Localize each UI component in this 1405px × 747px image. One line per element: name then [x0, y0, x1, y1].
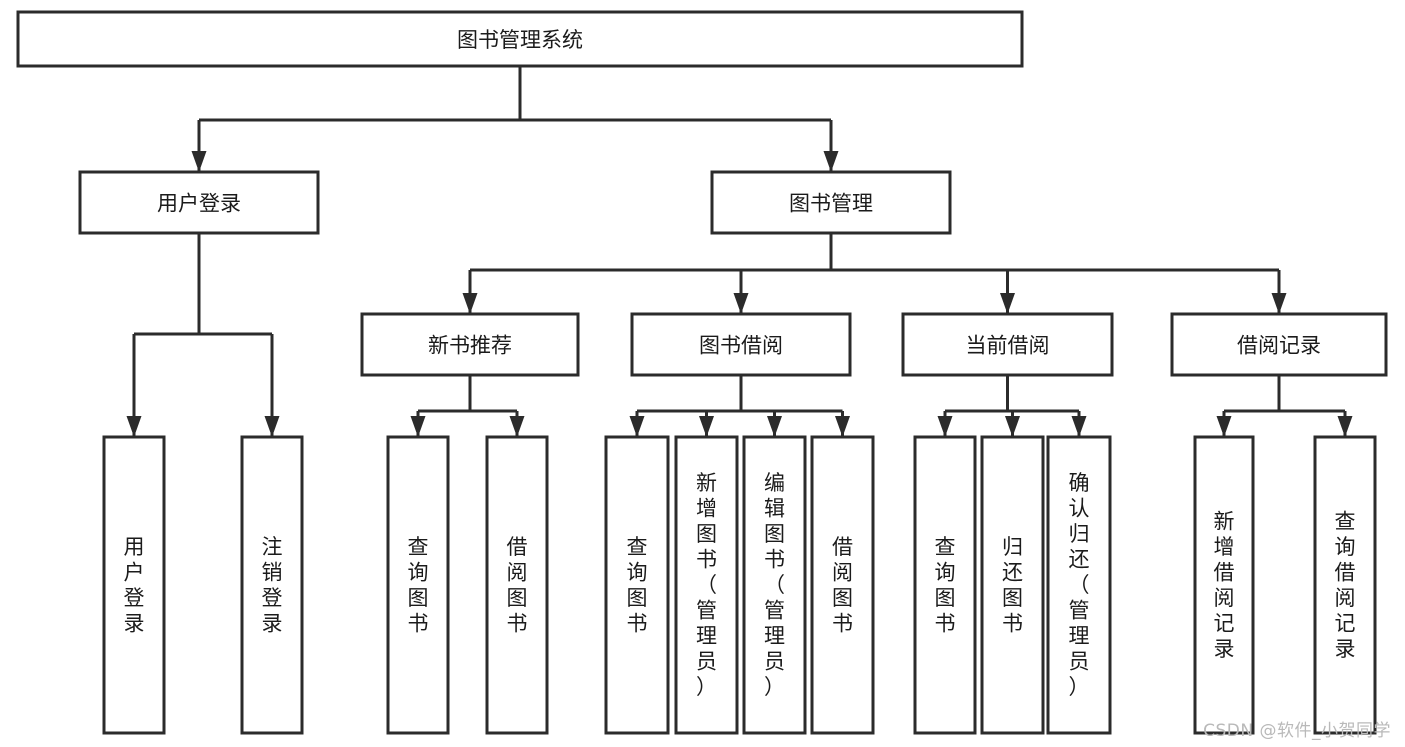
arrow-icon-current-borrow	[1000, 293, 1015, 314]
arrow-icon-user-login	[191, 151, 207, 172]
arrow-icon-book-borrow	[733, 293, 749, 314]
connectors-layer	[126, 66, 1353, 437]
node-box-leaf-query-book-2[interactable]	[604, 435, 670, 735]
arrow-icon-leaf-user-logout	[264, 416, 280, 437]
node-root[interactable]: 图书管理系统	[16, 10, 1024, 68]
arrow-icon-leaf-query-book-1	[410, 416, 426, 437]
arrow-icon-leaf-add-book	[699, 416, 714, 437]
node-book-manage[interactable]: 图书管理	[710, 170, 952, 235]
node-box-root[interactable]	[16, 10, 1024, 68]
node-label-book-manage: 图书管理	[789, 192, 873, 216]
node-label-leaf-borrow-book-2: 借阅图书	[832, 535, 853, 636]
arrow-icon-leaf-query-book-3	[937, 416, 953, 437]
node-label-borrow-record: 借阅记录	[1237, 334, 1321, 358]
node-box-new-book-rec[interactable]	[360, 312, 580, 377]
arrow-icon-leaf-add-record	[1216, 416, 1232, 437]
node-label-leaf-query-record: 查询借阅记录	[1335, 509, 1356, 661]
node-label-new-book-rec: 新书推荐	[428, 334, 512, 358]
node-box-borrow-record[interactable]	[1170, 312, 1388, 377]
arrow-icon-book-manage	[823, 151, 839, 172]
node-label-leaf-add-record: 新增借阅记录	[1214, 509, 1235, 661]
node-label-leaf-borrow-book-1: 借阅图书	[507, 535, 528, 636]
node-leaf-edit-book[interactable]: 编辑图书（管理员）	[742, 435, 807, 735]
node-leaf-query-record[interactable]: 查询借阅记录	[1313, 435, 1377, 735]
arrow-icon-leaf-query-record	[1337, 416, 1353, 437]
node-leaf-add-book[interactable]: 新增图书（管理员）	[674, 435, 739, 735]
node-box-leaf-query-record[interactable]	[1313, 435, 1377, 735]
arrow-icon-leaf-query-book-2	[629, 416, 645, 437]
node-leaf-borrow-book-1[interactable]: 借阅图书	[485, 435, 549, 735]
node-box-user-login[interactable]	[78, 170, 320, 235]
node-box-leaf-query-book-3[interactable]	[913, 435, 977, 735]
node-label-leaf-query-book-3: 查询图书	[935, 535, 956, 636]
node-leaf-add-record[interactable]: 新增借阅记录	[1193, 435, 1255, 735]
arrow-icon-leaf-user-login	[126, 416, 142, 437]
node-label-leaf-query-book-1: 查询图书	[408, 535, 429, 636]
node-user-login[interactable]: 用户登录	[78, 170, 320, 235]
node-box-leaf-user-login[interactable]	[102, 435, 166, 735]
node-borrow-record[interactable]: 借阅记录	[1170, 312, 1388, 377]
arrow-icon-borrow-record	[1271, 293, 1287, 314]
node-label-leaf-user-logout: 注销登录	[262, 535, 283, 636]
node-label-leaf-confirm-return: 确认归还（管理员）	[1069, 471, 1090, 699]
node-leaf-borrow-book-2[interactable]: 借阅图书	[810, 435, 875, 735]
node-box-leaf-user-logout[interactable]	[240, 435, 304, 735]
csdn-watermark: CSDN @软件_小贺同学	[1203, 721, 1391, 741]
node-leaf-user-login[interactable]: 用户登录	[102, 435, 166, 735]
node-box-leaf-edit-book[interactable]	[742, 435, 807, 735]
arrow-icon-new-book-rec	[462, 293, 478, 314]
node-book-borrow[interactable]: 图书借阅	[630, 312, 852, 377]
arrow-icon-leaf-return-book	[1005, 416, 1020, 437]
nodes-layer: 图书管理系统用户登录图书管理新书推荐图书借阅当前借阅借阅记录用户登录注销登录查询…	[16, 10, 1388, 735]
node-leaf-return-book[interactable]: 归还图书	[980, 435, 1045, 735]
node-leaf-user-logout[interactable]: 注销登录	[240, 435, 304, 735]
node-label-book-borrow: 图书借阅	[699, 334, 783, 358]
node-box-book-manage[interactable]	[710, 170, 952, 235]
node-label-leaf-add-book: 新增图书（管理员）	[696, 471, 717, 699]
node-new-book-rec[interactable]: 新书推荐	[360, 312, 580, 377]
node-label-leaf-return-book: 归还图书	[1002, 535, 1023, 636]
node-box-current-borrow[interactable]	[901, 312, 1114, 377]
node-label-leaf-edit-book: 编辑图书（管理员）	[764, 471, 785, 699]
node-label-leaf-query-book-2: 查询图书	[627, 535, 648, 636]
node-leaf-query-book-2[interactable]: 查询图书	[604, 435, 670, 735]
node-box-book-borrow[interactable]	[630, 312, 852, 377]
node-box-leaf-return-book[interactable]	[980, 435, 1045, 735]
node-current-borrow[interactable]: 当前借阅	[901, 312, 1114, 377]
node-label-leaf-user-login: 用户登录	[124, 535, 145, 636]
node-label-root: 图书管理系统	[457, 28, 583, 52]
node-leaf-confirm-return[interactable]: 确认归还（管理员）	[1046, 435, 1112, 735]
arrow-icon-leaf-borrow-book-2	[835, 416, 850, 437]
node-leaf-query-book-3[interactable]: 查询图书	[913, 435, 977, 735]
node-box-leaf-confirm-return[interactable]	[1046, 435, 1112, 735]
node-box-leaf-add-record[interactable]	[1193, 435, 1255, 735]
node-leaf-query-book-1[interactable]: 查询图书	[386, 435, 450, 735]
node-label-current-borrow: 当前借阅	[966, 334, 1050, 358]
node-label-user-login: 用户登录	[157, 192, 241, 216]
node-box-leaf-borrow-book-2[interactable]	[810, 435, 875, 735]
arrow-icon-leaf-confirm-return	[1071, 416, 1087, 437]
arrow-icon-leaf-borrow-book-1	[509, 416, 525, 437]
node-box-leaf-borrow-book-1[interactable]	[485, 435, 549, 735]
node-box-leaf-add-book[interactable]	[674, 435, 739, 735]
arrow-icon-leaf-edit-book	[767, 416, 782, 437]
node-box-leaf-query-book-1[interactable]	[386, 435, 450, 735]
